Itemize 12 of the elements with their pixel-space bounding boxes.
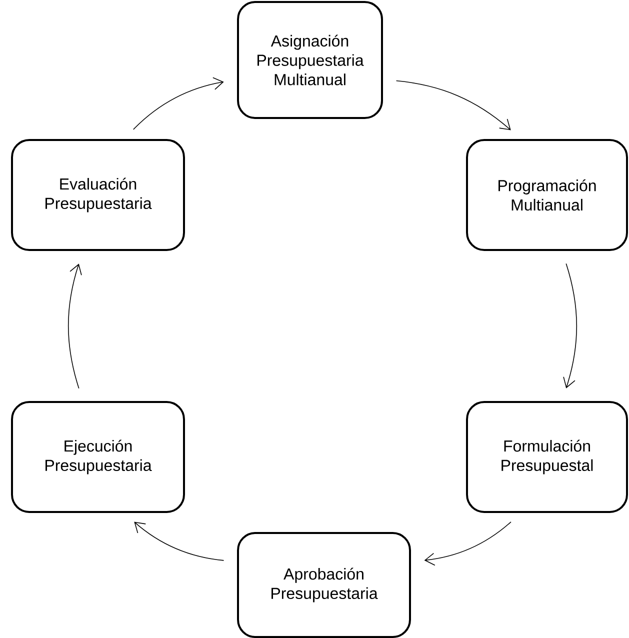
arrow: [563, 263, 578, 388]
arrow: [68, 264, 82, 389]
arrow: [134, 522, 224, 561]
process-box: Asignación Presupuestaria Multianual: [237, 1, 383, 119]
process-box: Formulación Presupuestal: [466, 401, 628, 513]
arrow: [424, 522, 512, 566]
process-box: Evaluación Presupuestaria: [11, 139, 185, 251]
process-box: Aprobación Presupuestaria: [237, 532, 411, 638]
arrow: [396, 80, 511, 130]
process-box: Ejecución Presupuestaria: [11, 401, 185, 513]
arrow: [133, 77, 224, 130]
process-box: Programación Multianual: [466, 139, 628, 251]
